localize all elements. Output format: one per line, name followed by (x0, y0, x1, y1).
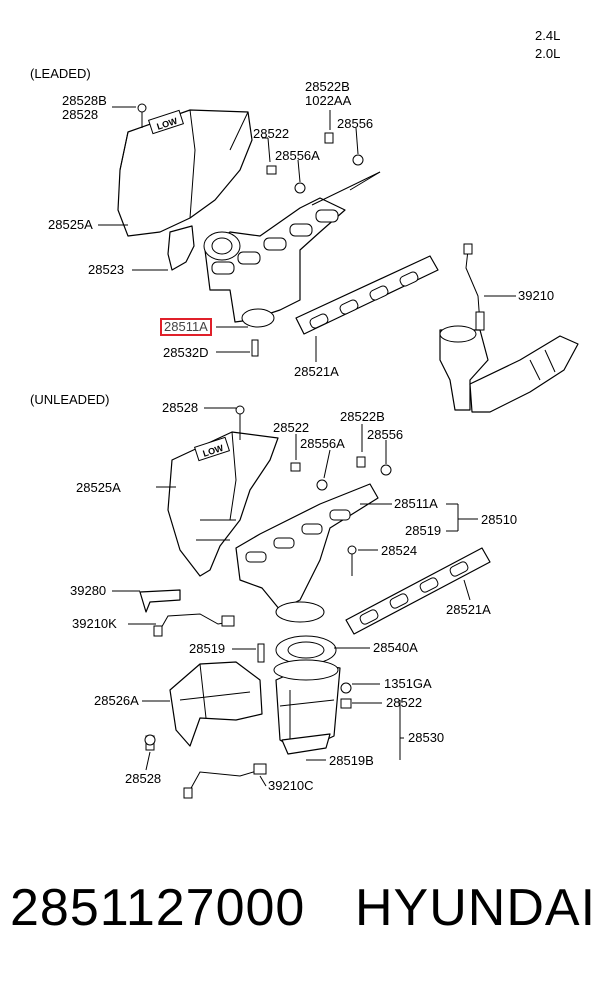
part-label-28521A[interactable]: 28521A (294, 364, 339, 379)
part-label-28540A[interactable]: 28540A (373, 640, 418, 655)
part-label-28523[interactable]: 28523 (88, 262, 125, 277)
part-label-28526A[interactable]: 28526A (94, 693, 139, 708)
part-label-28522B[interactable]: 28522B (305, 79, 350, 94)
part-label-28511A-highlighted[interactable]: 28511A (160, 318, 212, 336)
part-label-28532D[interactable]: 28532D (163, 345, 209, 360)
bolt-28528B (137, 103, 147, 128)
part-label-28528B[interactable]: 28528B (62, 93, 107, 108)
o2-sensor-upper (463, 243, 485, 331)
part-label-28519-b[interactable]: 28519 (189, 641, 226, 656)
part-label-28528[interactable]: 28528 (62, 107, 99, 122)
stud-28532D (251, 339, 259, 357)
part-label-1351GA[interactable]: 1351GA (384, 676, 432, 691)
part-label-28522-b[interactable]: 28522 (386, 695, 423, 710)
part-number: 2851127000 (10, 879, 306, 937)
section-unleaded: (UNLEADED) (30, 392, 110, 407)
part-label-28528-b[interactable]: 28528 (125, 771, 162, 786)
part-label-39280[interactable]: 39280 (70, 583, 107, 598)
part-label-28522-lower[interactable]: 28522 (273, 420, 310, 435)
part-label-28528-lower[interactable]: 28528 (162, 400, 199, 415)
part-label-28556-lower[interactable]: 28556 (367, 427, 404, 442)
leader-lines (98, 106, 516, 787)
catalyst-pipe-upper (439, 325, 579, 413)
part-label-39210C[interactable]: 39210C (268, 778, 314, 793)
manifold-lower (235, 483, 379, 623)
gasket-upper (295, 255, 439, 335)
part-label-28530[interactable]: 28530 (408, 730, 445, 745)
part-label-28525A[interactable]: 28525A (48, 217, 93, 232)
brand-name: HYUNDAI (355, 879, 597, 937)
section-leaded: (LEADED) (30, 66, 91, 81)
part-label-39210K[interactable]: 39210K (72, 616, 117, 631)
part-label-28556A-lower[interactable]: 28556A (300, 436, 345, 451)
part-label-28525A-lower[interactable]: 28525A (76, 480, 121, 495)
part-label-28524[interactable]: 28524 (381, 543, 418, 558)
part-label-28521A-lower[interactable]: 28521A (446, 602, 491, 617)
part-label-28519B[interactable]: 28519B (329, 753, 374, 768)
engine-label-a: 2.4L (535, 28, 561, 43)
heat-shield-lower: LOW (167, 431, 279, 577)
heat-shield-28526A (169, 661, 263, 747)
part-label-28556A[interactable]: 28556A (275, 148, 320, 163)
bracket-28523 (167, 225, 195, 271)
part-label-28556[interactable]: 28556 (337, 116, 374, 131)
engine-label-b: 2.0L (535, 46, 561, 61)
part-label-28510[interactable]: 28510 (481, 512, 518, 527)
part-label-28522[interactable]: 28522 (253, 126, 290, 141)
part-label-28519[interactable]: 28519 (405, 523, 442, 538)
part-label-28522B-lower[interactable]: 28522B (340, 409, 385, 424)
part-label-1022AA[interactable]: 1022AA (305, 93, 352, 108)
part-label-28511A-lower[interactable]: 28511A (394, 496, 438, 511)
heat-shield-upper: LOW (117, 109, 253, 237)
part-label-39210[interactable]: 39210 (518, 288, 555, 303)
gasket-lower (345, 547, 491, 635)
bracket-39280 (139, 589, 181, 613)
catalytic-converter (273, 659, 341, 755)
manifold-upper (203, 197, 346, 328)
